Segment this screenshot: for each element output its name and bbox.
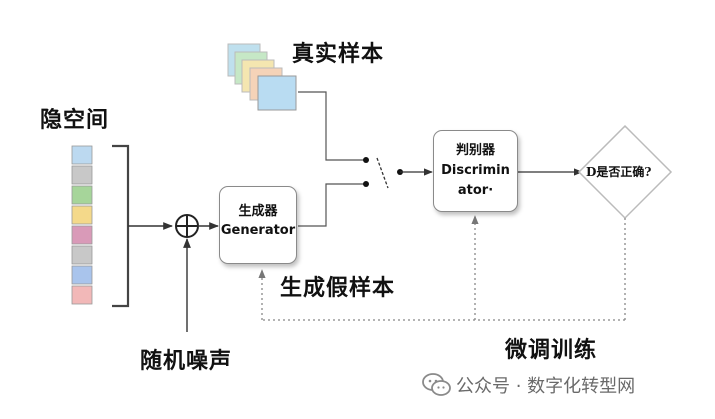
watermark-text: 公众号 · 数字化转型网: [456, 376, 636, 397]
latent-vector-cell: [71, 145, 93, 165]
generator-label-en: Generator: [220, 223, 296, 238]
discriminator-box: 判别器 Discrimin ator·: [433, 130, 518, 212]
latent-vector: [71, 145, 93, 305]
sample-switch: [363, 157, 433, 189]
real-sample-path: [298, 91, 364, 161]
latent-vector-cell: [71, 205, 93, 225]
decision-label: D是否正确?: [586, 165, 652, 179]
latent-space-label: 隐空间: [40, 108, 110, 133]
wechat-logo-icon: [422, 373, 451, 396]
discriminator-label-en-1: Discrimin: [441, 163, 510, 178]
latent-vector-cell: [71, 245, 93, 265]
latent-vector-cell: [71, 285, 93, 305]
discriminator-label-cn: 判别器: [455, 143, 495, 158]
generator-box: 生成器 Generator: [219, 186, 297, 264]
latent-vector-cell: [71, 185, 93, 205]
adder-symbol: [175, 214, 199, 238]
fine-tune-label: 微调训练: [505, 338, 598, 363]
random-noise-label: 随机噪声: [140, 349, 233, 374]
feedback-path: [262, 218, 626, 321]
fake-samples-label: 生成假样本: [280, 276, 396, 301]
fake-sample-path: [298, 183, 364, 227]
real-samples-label: 真实样本: [292, 42, 385, 67]
real-sample-stack: [227, 43, 297, 111]
discriminator-label-en-2: ator·: [457, 183, 494, 198]
generator-label-cn: 生成器: [238, 204, 278, 219]
latent-bracket: [112, 144, 130, 308]
latent-vector-cell: [71, 165, 93, 185]
real-sample-card: [257, 75, 297, 111]
latent-vector-cell: [71, 265, 93, 285]
latent-vector-cell: [71, 225, 93, 245]
